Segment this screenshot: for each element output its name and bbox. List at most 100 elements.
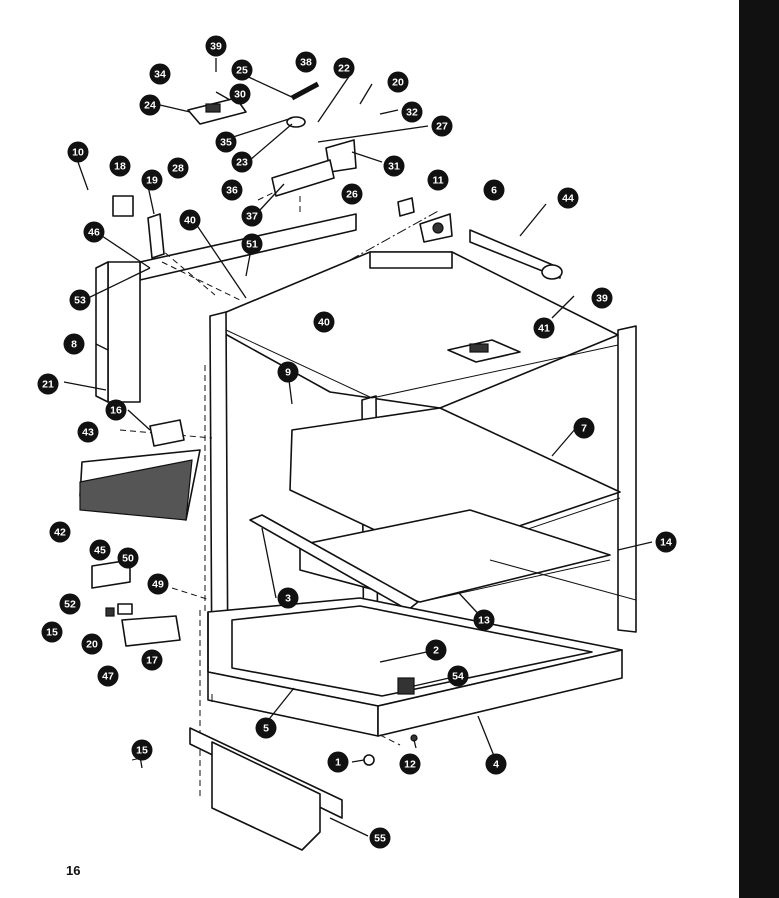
callout-circle [425,639,447,661]
callout-10: 10 [67,141,89,163]
callout-label: 30 [234,89,246,101]
callout-circle [573,417,595,439]
callout-circle [387,71,409,93]
callout-13: 13 [473,609,495,631]
callout-43: 43 [77,421,99,443]
callout-circle [139,94,161,116]
callout-label: 11 [432,175,443,187]
callout-49: 49 [147,573,169,595]
callout-53: 53 [69,289,91,311]
callout-11: 11 [427,169,449,191]
callout-circle [59,593,81,615]
callout-label: 52 [64,599,76,611]
callout-label: 12 [404,759,416,771]
callout-21: 21 [37,373,59,395]
callout-24: 24 [139,94,161,116]
callout-label: 5 [263,723,269,735]
callout-circle [383,155,405,177]
callout-39: 39 [591,287,613,309]
callout-41: 41 [533,317,555,339]
callout-23: 23 [231,151,253,173]
callout-label: 36 [226,185,238,197]
callout-circle [229,83,251,105]
callout-label: 34 [154,69,166,81]
callout-circle [97,665,119,687]
callout-circle [255,717,277,739]
small-parts [79,81,453,851]
callout-circle [277,587,299,609]
callout-label: 16 [110,405,122,417]
callout-circle [77,421,99,443]
callout-label: 15 [136,745,148,757]
callout-51: 51 [241,233,263,255]
callout-circle [109,155,131,177]
callout-label: 44 [562,193,574,205]
callout-circle [221,179,243,201]
callout-label: 42 [54,527,66,539]
callout-label: 41 [538,323,550,335]
callout-circle [41,621,63,643]
page-number: 16 [66,863,81,878]
callout-label: 53 [74,295,86,307]
callout-38: 38 [295,51,317,73]
callout-22: 22 [333,57,355,79]
callout-52: 52 [59,593,81,615]
callout-label: 50 [122,553,134,565]
callout-label: 47 [102,671,114,683]
callout-47: 47 [97,665,119,687]
callout-16: 16 [105,399,127,421]
callout-31: 31 [383,155,405,177]
callout-label: 35 [220,137,232,149]
callout-27: 27 [431,115,453,137]
callout-label: 1 [335,757,341,769]
callout-circle [49,521,71,543]
callout-5: 5 [255,717,277,739]
callout-32: 32 [401,101,423,123]
callout-circle [37,373,59,395]
callout-18: 18 [109,155,131,177]
callout-circle [231,151,253,173]
callout-circle [167,157,189,179]
callout-label: 40 [184,215,196,227]
page-edge-bar [739,0,779,898]
callout-15: 15 [131,739,153,761]
callout-circle [591,287,613,309]
callout-label: 26 [346,189,358,201]
callout-label: 25 [236,65,248,77]
callout-20: 20 [387,71,409,93]
callout-circle [89,539,111,561]
callout-6: 6 [483,179,505,201]
callout-label: 18 [114,161,126,173]
callout-circle [313,311,335,333]
callout-17: 17 [141,649,163,671]
callout-label: 7 [581,423,587,435]
callout-37: 37 [241,205,263,227]
callout-19: 19 [141,169,163,191]
callout-circle [241,205,263,227]
callout-label: 15 [46,627,58,639]
callout-label: 28 [172,163,184,175]
callout-label: 54 [452,671,464,683]
callout-14: 14 [655,531,677,553]
callout-circle [83,221,105,243]
callout-8: 8 [63,333,85,355]
cabinet-frame [95,213,637,737]
callout-circle [655,531,677,553]
callout-12: 12 [399,753,421,775]
callout-40: 40 [179,209,201,231]
callout-label: 46 [88,227,100,239]
callout-circle [105,399,127,421]
callout-circle [341,183,363,205]
callout-39: 39 [205,35,227,57]
callout-circle [231,59,253,81]
callout-4: 4 [485,753,507,775]
callout-circle [295,51,317,73]
callout-30: 30 [229,83,251,105]
callout-circle [473,609,495,631]
callout-7: 7 [573,417,595,439]
callout-circle [333,57,355,79]
callout-label: 23 [236,157,248,169]
callout-2: 2 [425,639,447,661]
callout-circle [215,131,237,153]
